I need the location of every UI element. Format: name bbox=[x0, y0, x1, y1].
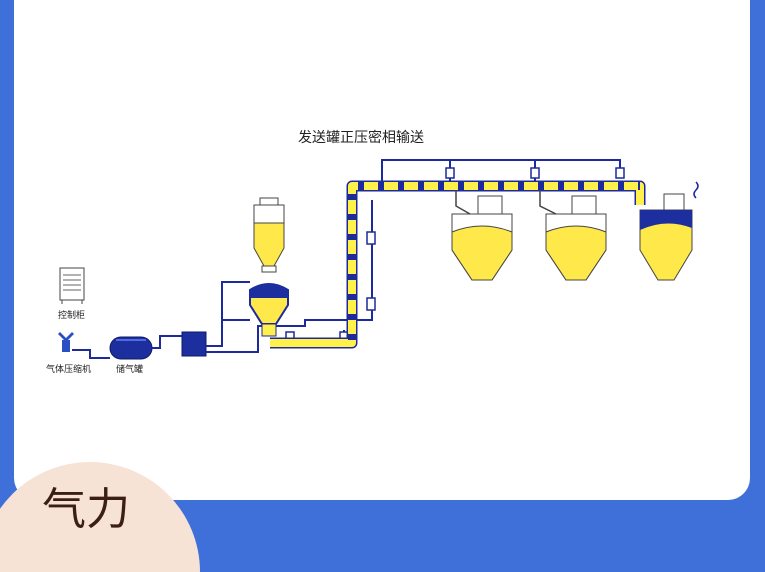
control-cabinet-icon bbox=[59, 267, 85, 304]
compressor-icon bbox=[58, 332, 74, 352]
silo-feed-branches bbox=[455, 190, 557, 215]
air-tank-label: 储气罐 bbox=[116, 363, 143, 375]
sending-tank bbox=[249, 283, 289, 337]
conveying-pipe bbox=[270, 180, 646, 349]
diagram-title: 发送罐正压密相输送 bbox=[298, 129, 424, 146]
control-cabinet-label: 控制柜 bbox=[58, 309, 85, 321]
receiving-silo-2 bbox=[545, 195, 607, 281]
upper-hopper bbox=[253, 197, 285, 273]
pneumatic-conveying-diagram: 发送罐正压密相输送 控制柜 气体压缩机 储气罐 bbox=[46, 129, 699, 375]
compressor-label: 气体压缩机 bbox=[46, 363, 91, 375]
receiving-silo-1 bbox=[451, 195, 513, 281]
air-tank-icon bbox=[109, 336, 153, 360]
content-card bbox=[14, 0, 750, 500]
dryer-unit bbox=[181, 331, 207, 357]
receiving-silo-3 bbox=[639, 181, 699, 281]
bottom-banner-text: 气力 bbox=[42, 484, 130, 535]
